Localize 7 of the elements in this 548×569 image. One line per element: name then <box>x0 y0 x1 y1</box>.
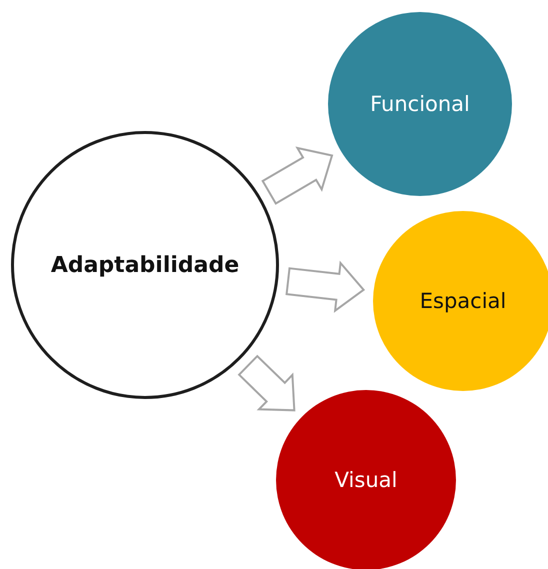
block-arrow <box>238 354 296 412</box>
circle-label: Adaptabilidade <box>50 252 240 278</box>
block-arrow <box>286 260 366 313</box>
block-arrow <box>261 146 334 205</box>
circle-label: Funcional <box>370 92 470 116</box>
circle-label: Visual <box>334 468 398 492</box>
circle-label: Espacial <box>420 289 506 313</box>
